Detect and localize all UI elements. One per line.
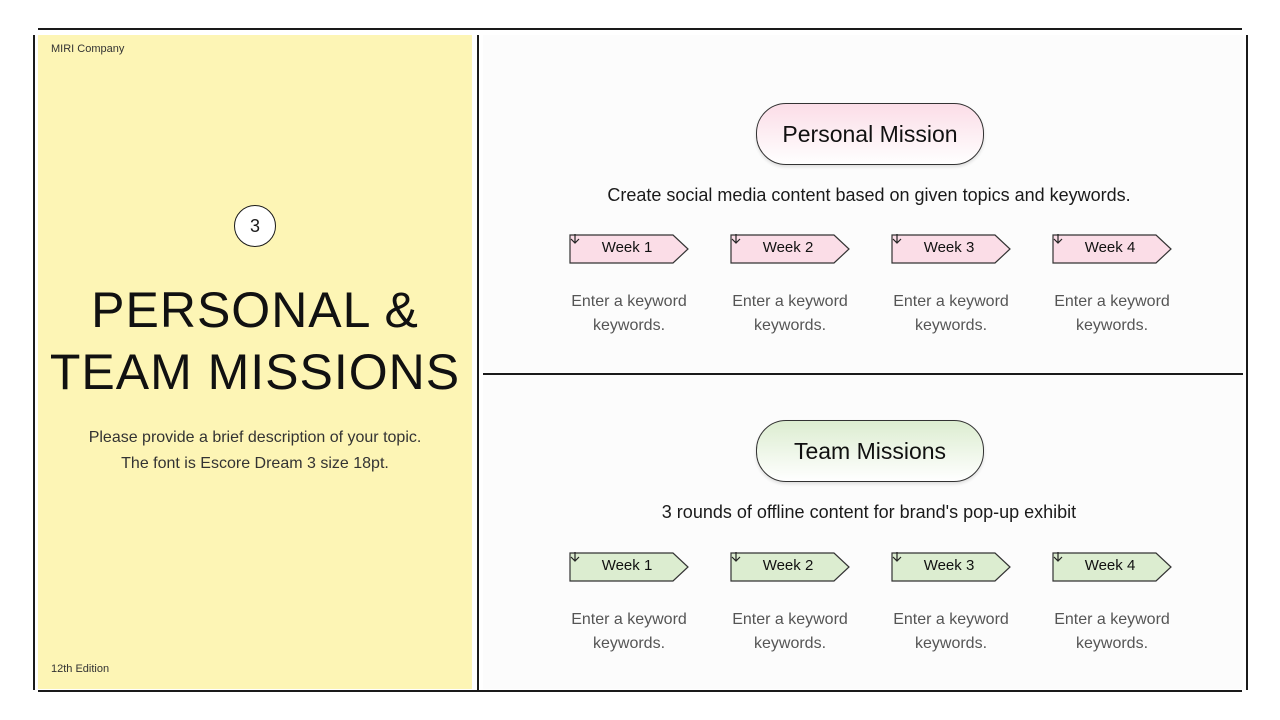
keyword-text: Enter a keyword keywords. (559, 290, 699, 338)
week-label: Week 4 (1084, 557, 1136, 574)
keyword-line2: keywords. (914, 317, 988, 334)
horizontal-divider (483, 373, 1243, 375)
description-line1: Please provide a brief description of yo… (88, 429, 422, 446)
keyword-text: Enter a keyword keywords. (881, 290, 1021, 338)
keyword-line1: Enter a keyword (732, 293, 848, 310)
week-label: Week 2 (762, 239, 814, 256)
arrow-down-icon (731, 234, 741, 244)
team-missions-subtitle: 3 rounds of offline content for brand's … (661, 502, 1077, 522)
top-border (38, 28, 1242, 30)
keyword-line2: keywords. (914, 635, 988, 652)
bottom-border (38, 690, 1242, 692)
keyword-line2: keywords. (592, 635, 666, 652)
left-border (33, 35, 35, 690)
week-tag-shape (730, 234, 850, 264)
week-label: Week 4 (1084, 239, 1136, 256)
keyword-line2: keywords. (1075, 317, 1149, 334)
keyword-line1: Enter a keyword (893, 611, 1009, 628)
arrow-down-icon (1053, 234, 1063, 244)
week-label: Week 3 (923, 239, 975, 256)
week-tag-shape (891, 552, 1011, 582)
arrow-down-icon (1053, 552, 1063, 562)
keyword-line1: Enter a keyword (571, 293, 687, 310)
week-label: Week 1 (601, 239, 653, 256)
section-number-badge: 3 (234, 205, 276, 247)
week-label: Week 2 (762, 557, 814, 574)
week-label: Week 3 (923, 557, 975, 574)
keyword-line1: Enter a keyword (732, 611, 848, 628)
edition-label: 12th Edition (51, 663, 110, 675)
personal-mission-subtitle: Create social media content based on giv… (607, 185, 1131, 205)
page-title-line2: TEAM MISSIONS (49, 344, 461, 400)
keyword-line2: keywords. (753, 635, 827, 652)
right-border (1246, 35, 1248, 690)
keyword-text: Enter a keyword keywords. (559, 608, 699, 656)
vertical-divider (477, 35, 479, 690)
week-label: Week 1 (601, 557, 653, 574)
keyword-text: Enter a keyword keywords. (1042, 608, 1182, 656)
page-title-line1: PERSONAL & (91, 282, 419, 338)
arrow-down-icon (731, 552, 741, 562)
keyword-line2: keywords. (592, 317, 666, 334)
keyword-text: Enter a keyword keywords. (720, 290, 860, 338)
keyword-line1: Enter a keyword (1054, 611, 1170, 628)
week-tag-shape (1052, 552, 1172, 582)
personal-mission-pill: Personal Mission (756, 103, 984, 165)
keyword-line1: Enter a keyword (1054, 293, 1170, 310)
keyword-text: Enter a keyword keywords. (881, 608, 1021, 656)
team-missions-pill: Team Missions (756, 420, 984, 482)
keyword-line2: keywords. (753, 317, 827, 334)
company-name: MIRI Company (51, 43, 125, 55)
week-tag-shape (891, 234, 1011, 264)
keyword-line2: keywords. (1075, 635, 1149, 652)
arrow-down-icon (570, 552, 580, 562)
week-tag-shape (730, 552, 850, 582)
week-tag-shape (1052, 234, 1172, 264)
keyword-text: Enter a keyword keywords. (720, 608, 860, 656)
description-line2: The font is Escore Dream 3 size 18pt. (121, 455, 389, 472)
week-tag-shape (569, 552, 689, 582)
personal-section (483, 35, 1243, 372)
keyword-line1: Enter a keyword (571, 611, 687, 628)
week-tag-shape (569, 234, 689, 264)
arrow-down-icon (892, 552, 902, 562)
arrow-down-icon (892, 234, 902, 244)
arrow-down-icon (570, 234, 580, 244)
keyword-text: Enter a keyword keywords. (1042, 290, 1182, 338)
cover-panel: MIRI Company 3 PERSONAL & TEAM MISSIONS … (38, 35, 472, 689)
keyword-line1: Enter a keyword (893, 293, 1009, 310)
